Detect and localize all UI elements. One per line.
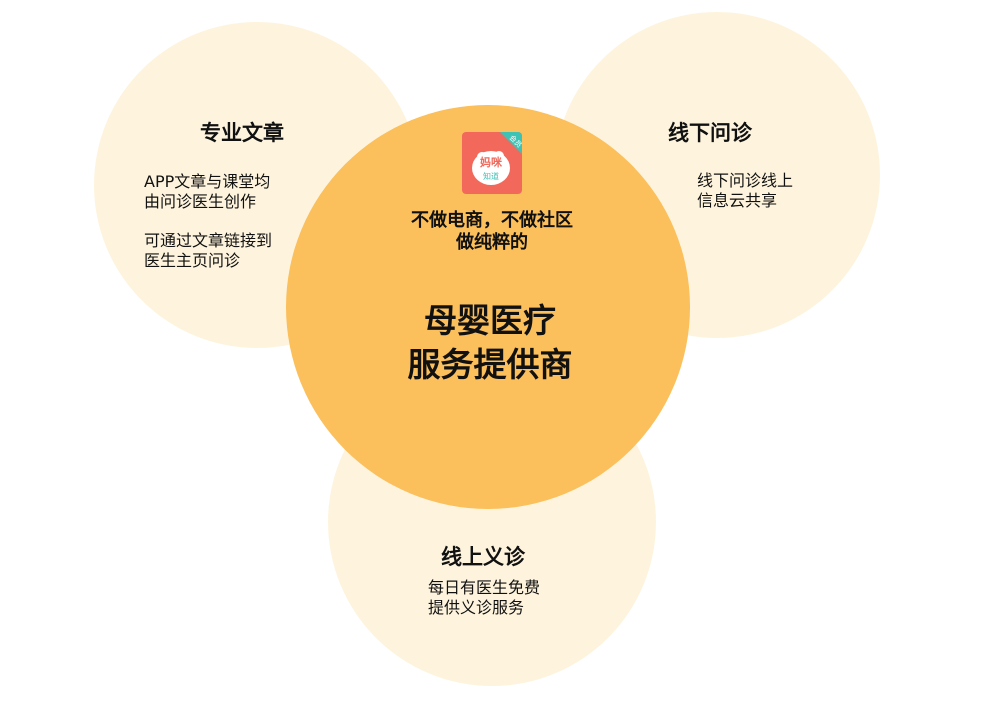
headline: 母婴医疗 服务提供商 [340,299,640,387]
online-free-clinic-desc: 每日有医生免费 提供义诊服务 [428,578,541,617]
logo-badge-corner [500,132,522,154]
article-desc-1: APP文章与课堂均 由问诊医生创作 [144,172,271,211]
headline-line-1: 母婴医疗 [424,301,556,340]
offline-consultation-title: 线下问诊 [668,121,752,145]
logo-text-sub: 知道 [483,171,499,181]
headline-line-2: 服务提供商 [407,345,573,384]
tagline: 不做电商，不做社区 做纯粹的 [370,210,614,254]
logo-ear-left [477,152,487,162]
tagline-line-2: 做纯粹的 [456,232,528,253]
logo-text-main: 妈咪 [480,155,503,169]
app-logo-graphic: 妈咪 知道 会员 [472,132,522,185]
logo-ear-right [494,151,504,161]
article-desc-2: 可通过文章链接到 医生主页问诊 [144,231,273,270]
article-title: 专业文章 [200,121,284,145]
app-logo-icon: 妈咪 知道 会员 [462,132,522,194]
tagline-line-1: 不做电商，不做社区 [411,210,573,231]
offline-consultation-desc: 线下问诊线上 信息云共享 [697,171,794,210]
online-free-clinic-title: 线上义诊 [441,545,525,569]
